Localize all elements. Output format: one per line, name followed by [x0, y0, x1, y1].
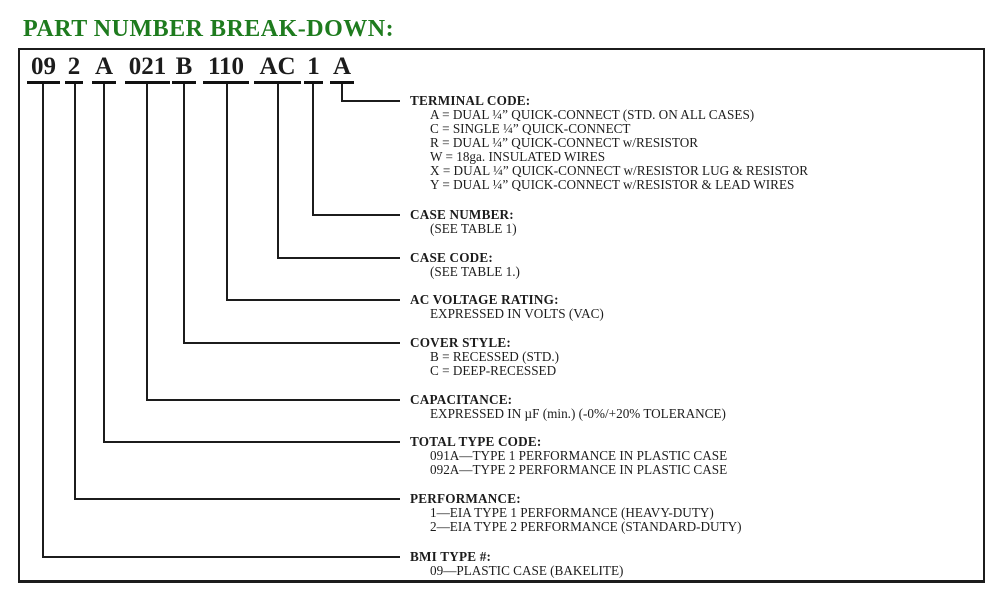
connector-line-ac-voltage — [226, 84, 400, 301]
part-segment-type-code: A — [92, 54, 116, 84]
section-line: X = DUAL ¼” QUICK-CONNECT w/RESISTOR LUG… — [430, 163, 809, 178]
part-segment-ac-voltage: 110 — [203, 54, 249, 84]
section-line: EXPRESSED IN µF (min.) (-0%/+20% TOLERAN… — [430, 406, 726, 421]
section-heading: TERMINAL CODE: — [410, 93, 531, 108]
connector-line-case-code — [277, 84, 400, 259]
section-case-number: CASE NUMBER: (SEE TABLE 1) — [410, 208, 517, 236]
section-terminal-code: TERMINAL CODE: A = DUAL ¼” QUICK-CONNECT… — [410, 94, 808, 192]
section-bmi-type: BMI TYPE #: 09—PLASTIC CASE (BAKELITE) — [410, 550, 623, 578]
section-heading: BMI TYPE #: — [410, 549, 492, 564]
part-segment-capacitance: 021 — [125, 54, 170, 84]
section-line: (SEE TABLE 1) — [430, 221, 517, 236]
section-performance: PERFORMANCE: 1—EIA TYPE 1 PERFORMANCE (H… — [410, 492, 742, 534]
section-line: 092A—TYPE 2 PERFORMANCE IN PLASTIC CASE — [430, 462, 728, 477]
section-heading: PERFORMANCE: — [410, 491, 521, 506]
section-heading: CAPACITANCE: — [410, 392, 513, 407]
section-heading: TOTAL TYPE CODE: — [410, 434, 542, 449]
section-line: C = DEEP-RECESSED — [430, 363, 557, 378]
connector-line-bmi-type — [42, 84, 400, 558]
section-case-code: CASE CODE: (SEE TABLE 1.) — [410, 251, 520, 279]
section-ac-voltage-rating: AC VOLTAGE RATING: EXPRESSED IN VOLTS (V… — [410, 293, 604, 321]
part-segment-terminal: A — [330, 54, 354, 84]
section-line: EXPRESSED IN VOLTS (VAC) — [430, 306, 604, 321]
section-capacitance: CAPACITANCE: EXPRESSED IN µF (min.) (-0%… — [410, 393, 726, 421]
connector-line-case-number — [312, 84, 400, 216]
section-heading: COVER STYLE: — [410, 335, 511, 350]
section-total-type-code: TOTAL TYPE CODE: 091A—TYPE 1 PERFORMANCE… — [410, 435, 727, 477]
diagram-border-box — [18, 48, 985, 583]
section-line: 1—EIA TYPE 1 PERFORMANCE (HEAVY-DUTY) — [430, 505, 714, 520]
connector-line-performance — [74, 84, 400, 500]
section-heading: CASE NUMBER: — [410, 207, 514, 222]
section-line: A = DUAL ¼” QUICK-CONNECT (STD. ON ALL C… — [430, 107, 755, 122]
section-line: C = SINGLE ¼” QUICK-CONNECT — [430, 121, 631, 136]
part-segment-performance: 2 — [65, 54, 83, 84]
section-cover-style: COVER STYLE: B = RECESSED (STD.) C = DEE… — [410, 336, 559, 378]
section-line: (SEE TABLE 1.) — [430, 264, 520, 279]
section-line: Y = DUAL ¼” QUICK-CONNECT w/RESISTOR & L… — [430, 177, 795, 192]
part-segment-case-number: 1 — [304, 54, 323, 84]
section-line: 2—EIA TYPE 2 PERFORMANCE (STANDARD-DUTY) — [430, 519, 742, 534]
section-line: W = 18ga. INSULATED WIRES — [430, 149, 606, 164]
page-title: PART NUMBER BREAK-DOWN: — [23, 16, 395, 42]
section-line: B = RECESSED (STD.) — [430, 349, 560, 364]
section-line: 09—PLASTIC CASE (BAKELITE) — [430, 563, 624, 578]
part-segment-bmi-type: 09 — [27, 54, 60, 84]
section-line: 091A—TYPE 1 PERFORMANCE IN PLASTIC CASE — [430, 448, 728, 463]
connector-line-terminal-code — [341, 84, 400, 102]
part-segment-case-code: AC — [254, 54, 301, 84]
section-line: R = DUAL ¼” QUICK-CONNECT w/RESISTOR — [430, 135, 699, 150]
part-segment-cover-style: B — [172, 54, 196, 84]
section-heading: AC VOLTAGE RATING: — [410, 292, 559, 307]
connector-line-total-type — [103, 84, 400, 443]
section-heading: CASE CODE: — [410, 250, 493, 265]
connector-line-cover-style — [183, 84, 400, 344]
connector-line-capacitance — [146, 84, 400, 401]
